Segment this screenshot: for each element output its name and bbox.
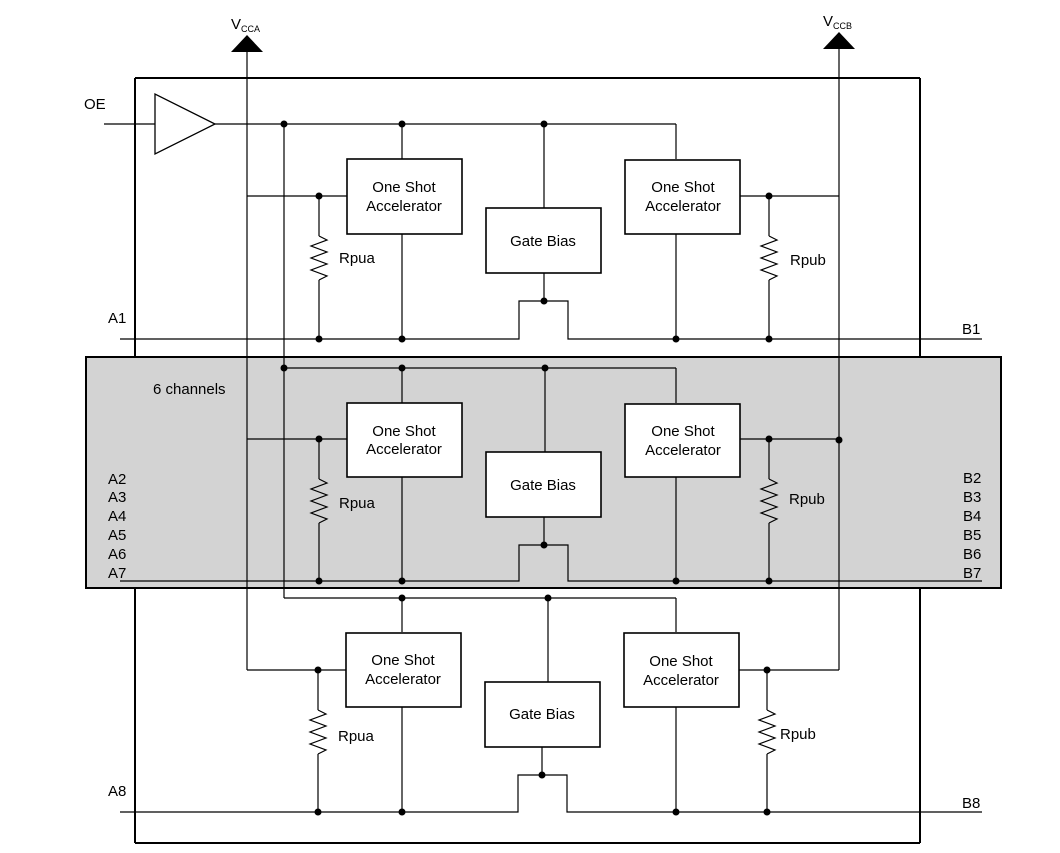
one-shot-accelerator-b1 <box>624 159 741 235</box>
svg-text:One Shot: One Shot <box>651 179 715 196</box>
vccb-supply: VCCB <box>823 13 855 49</box>
resistor-rpub-1 <box>759 235 779 281</box>
port-b6: B6 <box>963 546 981 563</box>
one-shot-accelerator-b8 <box>623 632 740 708</box>
port-a2: A2 <box>108 471 126 488</box>
port-b4: B4 <box>963 508 981 525</box>
svg-text:Accelerator: Accelerator <box>366 198 442 215</box>
one-shot-accelerator-a8 <box>345 632 462 708</box>
port-b8: B8 <box>962 795 980 812</box>
gate-bias-2-7 <box>485 451 602 518</box>
port-a3: A3 <box>108 489 126 506</box>
port-b7: B7 <box>963 565 981 582</box>
svg-text:Accelerator: Accelerator <box>366 441 442 458</box>
channels-2-7: One Shot Accelerator One Shot Accelerato… <box>108 364 982 585</box>
svg-text:Gate Bias: Gate Bias <box>510 233 576 250</box>
port-a1: A1 <box>108 310 126 327</box>
svg-text:VCCB: VCCB <box>823 13 852 31</box>
gate-bias-1 <box>485 207 602 274</box>
resistor-rpub-2-7 <box>759 478 779 524</box>
channel-1: One Shot Accelerator One Shot Accelerato… <box>108 124 982 343</box>
svg-text:One Shot: One Shot <box>371 652 435 669</box>
svg-text:One Shot: One Shot <box>372 179 436 196</box>
svg-text:Rpub: Rpub <box>789 491 825 508</box>
port-b2: B2 <box>963 470 981 487</box>
one-shot-accelerator-b2-b7 <box>624 403 741 478</box>
port-a4: A4 <box>108 508 126 525</box>
port-a7: A7 <box>108 565 126 582</box>
channel-8: One Shot Accelerator One Shot Accelerato… <box>108 594 982 816</box>
svg-text:VCCA: VCCA <box>231 16 260 34</box>
svg-text:Accelerator: Accelerator <box>645 442 721 459</box>
svg-text:Rpub: Rpub <box>790 252 826 269</box>
svg-text:One Shot: One Shot <box>372 423 436 440</box>
svg-text:One Shot: One Shot <box>651 423 715 440</box>
oe-label: OE <box>84 96 106 113</box>
vcca-supply: VCCA <box>231 16 263 52</box>
resistor-rpua-8 <box>308 709 328 755</box>
port-b5: B5 <box>963 527 981 544</box>
svg-text:Rpua: Rpua <box>339 250 376 267</box>
svg-text:Accelerator: Accelerator <box>365 671 441 688</box>
one-shot-accelerator-a1 <box>346 158 463 235</box>
svg-text:Rpub: Rpub <box>780 726 816 743</box>
svg-text:Gate Bias: Gate Bias <box>509 706 575 723</box>
svg-text:Gate Bias: Gate Bias <box>510 477 576 494</box>
svg-text:Accelerator: Accelerator <box>645 198 721 215</box>
svg-text:One Shot: One Shot <box>649 653 713 670</box>
port-b3: B3 <box>963 489 981 506</box>
gate-bias-8 <box>484 681 601 748</box>
port-a8: A8 <box>108 783 126 800</box>
resistor-rpub-8 <box>757 709 777 755</box>
port-a6: A6 <box>108 546 126 563</box>
channels-label: 6 channels <box>153 381 226 398</box>
port-a5: A5 <box>108 527 126 544</box>
svg-text:Rpua: Rpua <box>338 728 375 745</box>
resistor-rpua-1 <box>309 235 329 281</box>
port-b1: B1 <box>962 321 980 338</box>
svg-text:Accelerator: Accelerator <box>643 672 719 689</box>
svg-text:Rpua: Rpua <box>339 495 376 512</box>
oe-buffer-icon <box>154 92 217 156</box>
one-shot-accelerator-a2-a7 <box>346 402 463 478</box>
resistor-rpua-2-7 <box>309 478 329 524</box>
